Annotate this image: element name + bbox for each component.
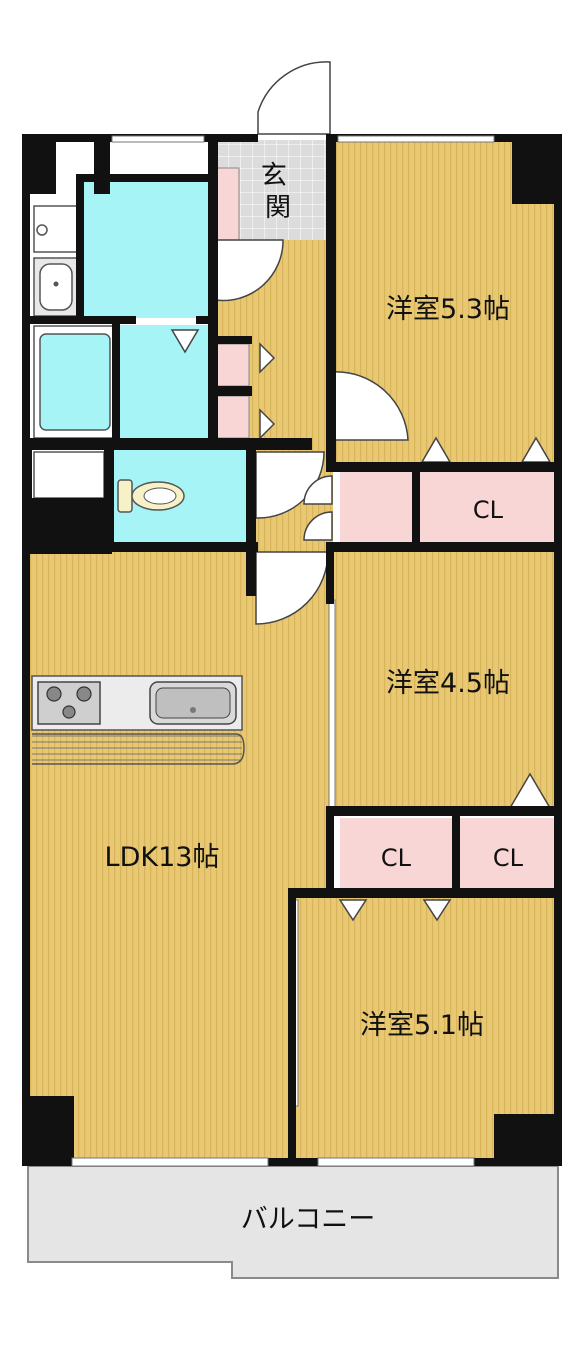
ldk-storage (33, 451, 105, 499)
western-room-1-label: 洋室5.3帖 (386, 294, 510, 325)
kitchen-cabinet-lines (32, 735, 242, 761)
toilet-seat-icon (143, 487, 177, 505)
sliding-door-icon (328, 599, 336, 811)
western-room-3-label: 洋室5.1帖 (360, 1010, 484, 1041)
hall-door-icon (214, 239, 284, 302)
closet-3-label: CL (493, 844, 524, 872)
door-swings (214, 61, 409, 625)
kitchen-cabinet-edge (32, 733, 245, 765)
burner-icon (46, 686, 62, 702)
closet-1-label: CL (473, 496, 504, 524)
entrance-door-icon (257, 61, 331, 135)
closet-door-small-icon-2 (303, 511, 333, 541)
ldk-floor-lower (28, 850, 293, 1162)
shoe-cabinet (216, 167, 240, 241)
washroom-area (82, 180, 215, 318)
storage-niche-1 (216, 343, 250, 387)
drain-icon (36, 224, 48, 236)
entrance-label-line-2: 関 (265, 193, 291, 223)
entrance-label-line-1: 玄 (261, 161, 287, 191)
sink-basin-icon (39, 263, 73, 311)
entrance-label: 玄 関 (261, 161, 295, 223)
closet-3 (460, 818, 557, 890)
windows (71, 135, 495, 1167)
washing-machine-space (33, 205, 79, 253)
closet-door-small-icon (303, 475, 333, 505)
ldk-label: LDK13帖 (105, 842, 220, 873)
room1-door-icon (332, 371, 409, 441)
storage-niche-2 (216, 395, 250, 439)
western-room-2-floor (333, 550, 557, 812)
closet-1 (418, 468, 557, 544)
triangle-marker-icon (170, 329, 200, 354)
kitchen-basin-icon (155, 687, 231, 719)
toilet-tank-icon (117, 479, 133, 513)
closet-door-markers (170, 329, 552, 922)
closet-small-1 (340, 468, 413, 544)
bathtub-icon (39, 333, 111, 431)
faucet-icon (53, 281, 59, 287)
triangle-marker-icon (338, 899, 368, 922)
closet-2-label: CL (381, 844, 412, 872)
burner-icon (76, 686, 92, 702)
triangle-marker-icon (259, 408, 276, 440)
triangle-marker-icon (422, 899, 452, 922)
closet-2 (340, 818, 453, 890)
triangle-marker-icon (259, 342, 276, 374)
balcony-label: バルコニー (241, 1204, 375, 1235)
kitchen-drain-icon (190, 707, 196, 713)
burner-icon (62, 705, 76, 719)
bath-area (120, 325, 215, 440)
western-room-2-label: 洋室4.5帖 (386, 668, 510, 699)
